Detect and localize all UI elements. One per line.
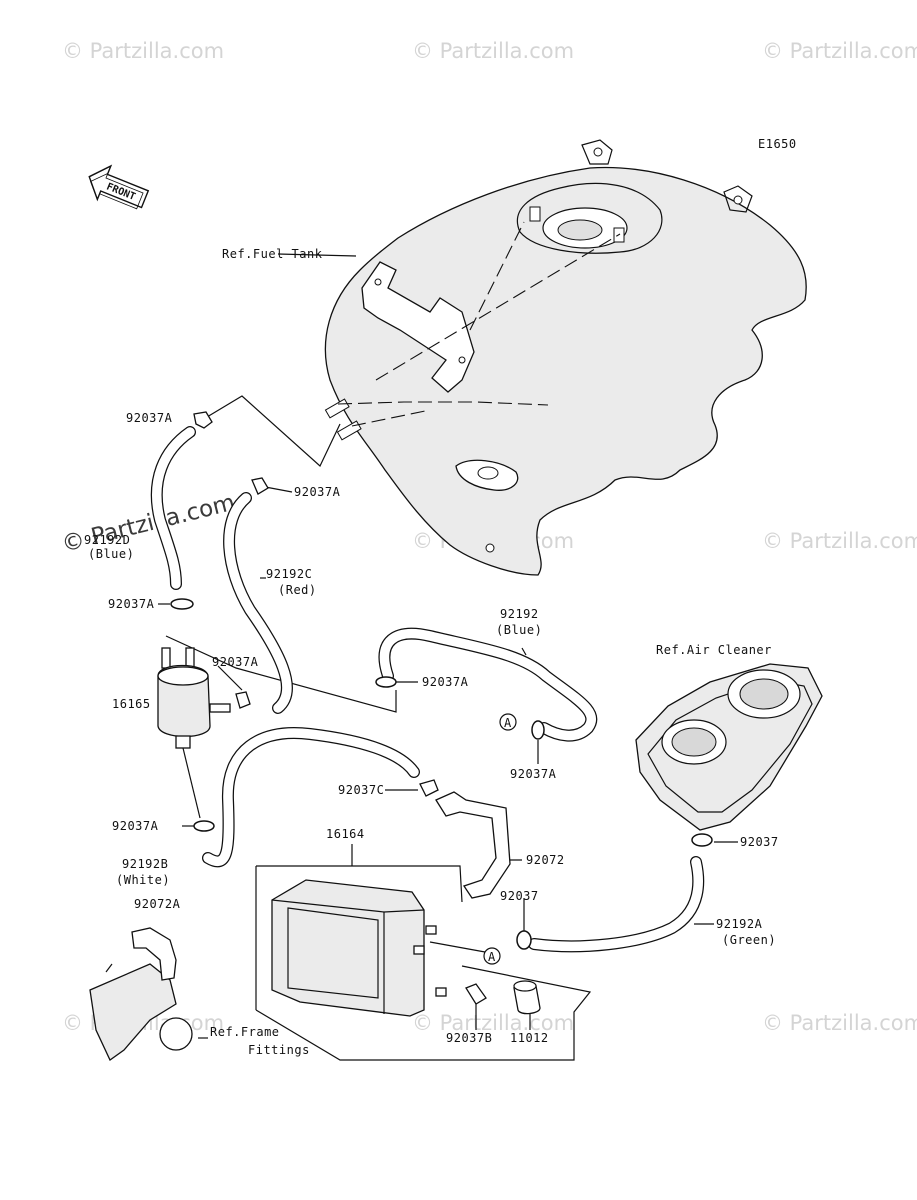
clamps xyxy=(170,411,713,1005)
separator xyxy=(157,647,231,819)
bracket-92072 xyxy=(435,791,511,899)
watermark-strong: © Partzilla.com xyxy=(59,490,238,558)
front-arrow-icon: FRONT xyxy=(88,164,150,210)
clamp-icon xyxy=(375,676,397,688)
label-92037a: 92037A xyxy=(108,597,155,611)
label-frame-fittings-2: Fittings xyxy=(248,1043,310,1057)
label-92192b-color: (White) xyxy=(116,873,170,887)
watermark: © Partzilla.com xyxy=(62,39,224,63)
watermark: © Partzilla.com xyxy=(412,39,574,63)
label-92192b: 92192B xyxy=(122,857,168,871)
label-92037a: 92037A xyxy=(126,411,173,425)
label-frame-fittings: Ref.Frame xyxy=(210,1025,280,1039)
leader-lines xyxy=(158,253,738,1061)
label-fuel-tank: Ref.Fuel Tank xyxy=(222,247,323,261)
label-92037a: 92037A xyxy=(422,675,469,689)
clamp-icon xyxy=(516,930,532,950)
label-92192c: 92192C xyxy=(266,567,312,581)
label-92192d: 92192D xyxy=(84,533,130,547)
clamp-icon xyxy=(531,720,545,740)
clamp-icon xyxy=(193,820,215,832)
watermark: © Partzilla.com xyxy=(762,1011,917,1035)
label-16165: 16165 xyxy=(112,697,151,711)
label-air-cleaner: Ref.Air Cleaner xyxy=(656,643,772,657)
label-92192c-color: (Red) xyxy=(278,583,317,597)
label-92037: 92037 xyxy=(500,889,539,903)
label-92037a: 92037A xyxy=(510,767,557,781)
label-92037: 92037 xyxy=(740,835,779,849)
label-92037b: 92037B xyxy=(446,1031,492,1045)
clamp-icon xyxy=(691,833,713,847)
label-92072: 92072 xyxy=(526,853,565,867)
label-92192a: 92192A xyxy=(716,917,763,931)
label-92192: 92192 xyxy=(500,607,539,621)
label-92037c: 92037C xyxy=(338,783,384,797)
label-16164: 16164 xyxy=(326,827,365,841)
clamp-icon xyxy=(193,411,213,429)
ref-a-label: A xyxy=(488,950,496,964)
label-92037a: 92037A xyxy=(212,655,259,669)
label-92037a: 92037A xyxy=(294,485,341,499)
watermark: © Partzilla.com xyxy=(412,1011,574,1035)
clamp-icon xyxy=(465,983,487,1005)
bracket-92072a xyxy=(131,927,177,981)
label-92037a: 92037A xyxy=(112,819,159,833)
ref-a-label: A xyxy=(504,716,512,730)
watermark: © Partzilla.com xyxy=(762,529,917,553)
label-11012: 11012 xyxy=(510,1031,549,1045)
label-92072a: 92072A xyxy=(134,897,181,911)
part-labels: Ref.Fuel Tank 92037A 92037A 92192D (Blue… xyxy=(84,247,779,1057)
ref-a-markers: A A xyxy=(483,713,517,965)
clamp-icon xyxy=(170,598,194,610)
clamp-icon xyxy=(419,779,439,797)
clamp-icon xyxy=(251,477,269,495)
hoses xyxy=(150,426,705,953)
label-92192d-color: (Blue) xyxy=(88,547,134,561)
air-cleaner xyxy=(635,663,823,831)
cap-11012 xyxy=(513,980,541,1015)
label-92192-color: (Blue) xyxy=(496,623,542,637)
fuel-tank xyxy=(324,139,807,576)
canister xyxy=(271,879,447,1017)
watermark: © Partzilla.com xyxy=(762,39,917,63)
clamp-icon xyxy=(235,691,251,709)
diagram-code: E1650 xyxy=(758,137,797,151)
label-92192a-color: (Green) xyxy=(722,933,776,947)
frame-fittings xyxy=(89,963,193,1061)
